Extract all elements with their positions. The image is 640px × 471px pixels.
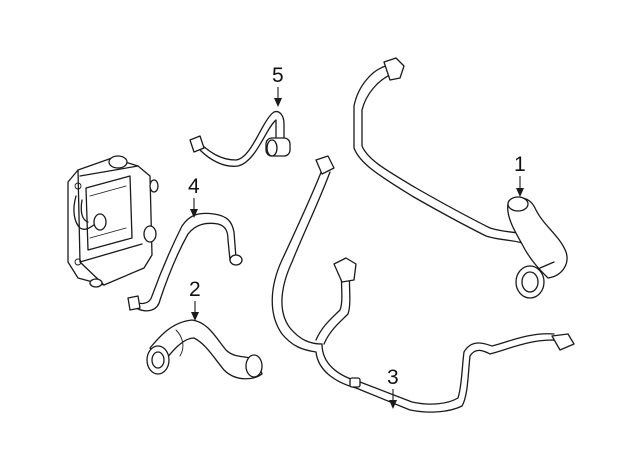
- callout-1: 1: [514, 153, 526, 176]
- leader-arrow-5: [274, 98, 282, 107]
- callout-5: 5: [272, 64, 284, 87]
- leader-arrow-2: [191, 312, 199, 321]
- oil-cooler: [67, 155, 159, 288]
- leader-arrow-3: [389, 400, 397, 409]
- callout-5-group: 5: [272, 64, 284, 107]
- callout-2-group: 2: [189, 278, 201, 321]
- callout-4-group: 4: [188, 175, 200, 218]
- callout-1-group: 1: [514, 153, 526, 197]
- callout-2: 2: [189, 278, 201, 301]
- hose-4: [127, 212, 243, 312]
- hose-5: [189, 110, 291, 167]
- callout-3-group: 3: [387, 366, 399, 409]
- leader-arrow-1: [516, 188, 524, 197]
- pipe-1: [353, 57, 568, 299]
- pipe-3: [271, 155, 575, 413]
- hose-2: [146, 319, 263, 380]
- leader-arrow-4: [190, 209, 198, 218]
- callout-3: 3: [387, 366, 399, 389]
- callout-4: 4: [188, 175, 200, 198]
